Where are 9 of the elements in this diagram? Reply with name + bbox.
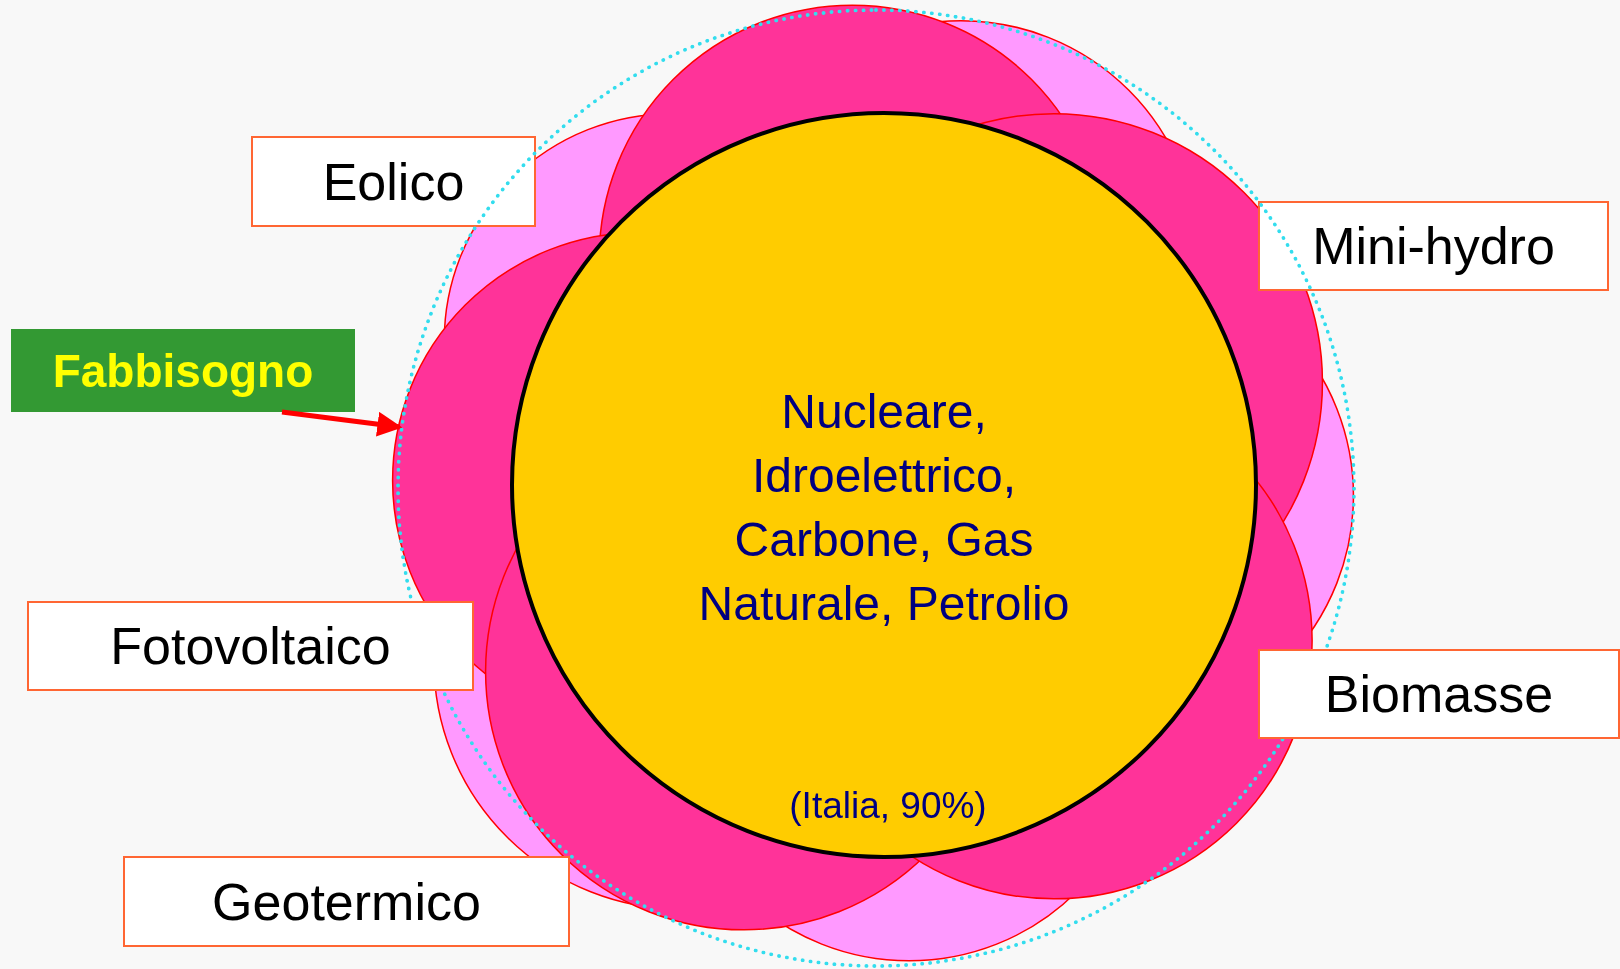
circle-text: Nucleare, Idroelettrico, Carbone, Gas Naturale, Petrolio <box>697 384 1071 632</box>
label-box: Geotermico <box>123 856 570 947</box>
label-box: Fabbisogno <box>11 329 355 412</box>
circle-note: (Italia, 90%) <box>788 785 988 827</box>
label-box: Fotovoltaico <box>27 601 474 691</box>
arrow <box>281 409 403 437</box>
label-box: Eolico <box>251 136 536 227</box>
label-box: Biomasse <box>1258 649 1620 739</box>
label-box: Mini-hydro <box>1258 201 1609 291</box>
